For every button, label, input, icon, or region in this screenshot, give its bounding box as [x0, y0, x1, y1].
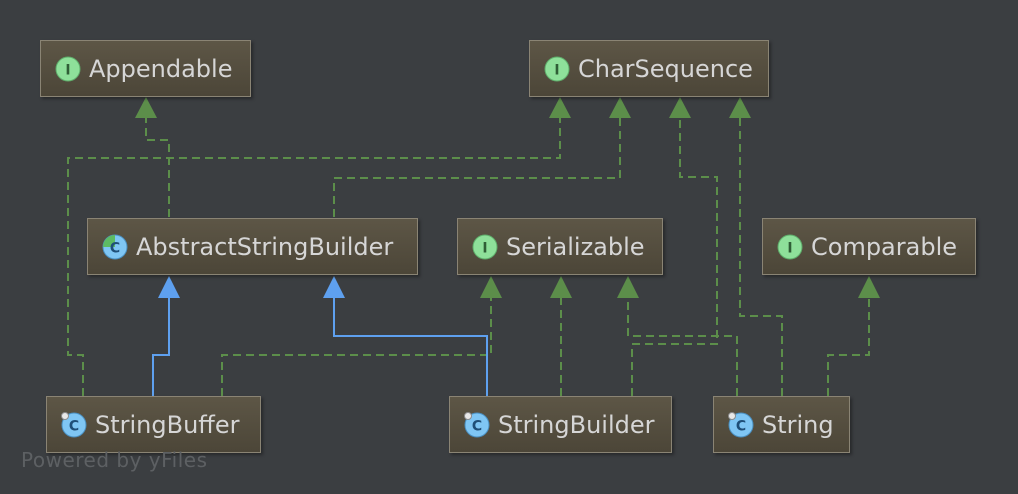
node-label: Comparable: [811, 232, 958, 261]
edge-stringbuilder-charsequence: [631, 118, 718, 396]
node-string[interactable]: C String: [713, 396, 850, 453]
edge-abstractstringbuilder-appendable: [145, 118, 170, 217]
node-label: AbstractStringBuilder: [136, 232, 394, 261]
node-stringbuffer[interactable]: C StringBuffer: [46, 396, 261, 453]
arrowhead-charsequence-1: [549, 97, 571, 118]
svg-text:C: C: [472, 418, 482, 434]
edge-abstractstringbuilder-charsequence: [333, 118, 621, 217]
arrowhead-comparable: [858, 276, 880, 298]
node-label: Serializable: [506, 232, 645, 261]
svg-text:C: C: [736, 418, 746, 434]
node-stringbuilder[interactable]: C StringBuilder: [449, 396, 672, 453]
node-abstractstringbuilder[interactable]: C AbstractStringBuilder: [87, 218, 418, 275]
node-label: String: [762, 410, 834, 439]
interface-icon: [544, 56, 570, 82]
watermark: Powered by yFiles: [21, 448, 208, 472]
edge-string-charsequence: [739, 118, 783, 396]
arrowhead-charsequence-4: [729, 97, 751, 118]
node-label: StringBuffer: [95, 410, 240, 439]
edge-stringbuffer-serializable: [221, 298, 492, 396]
interface-icon: [777, 234, 803, 260]
node-label: StringBuilder: [498, 410, 655, 439]
arrowhead-serializable-2: [550, 276, 572, 298]
node-serializable[interactable]: Serializable: [457, 218, 663, 275]
svg-text:C: C: [69, 418, 79, 434]
arrowhead-abstractstringbuilder-2: [323, 276, 345, 298]
edge-string-serializable: [627, 298, 738, 396]
edge-stringbuilder-abstractstringbuilder: [333, 298, 488, 396]
final-class-icon: C: [728, 411, 754, 437]
node-label: Appendable: [89, 54, 233, 83]
node-appendable[interactable]: Appendable: [40, 40, 251, 97]
interface-icon: [472, 234, 498, 260]
interface-icon: [55, 56, 81, 82]
node-label: CharSequence: [578, 54, 753, 83]
node-charsequence[interactable]: CharSequence: [529, 40, 769, 97]
abstract-class-icon: C: [102, 234, 128, 259]
node-comparable[interactable]: Comparable: [762, 218, 976, 275]
svg-text:C: C: [110, 240, 120, 256]
arrowhead-serializable-3: [617, 276, 639, 298]
edge-stringbuffer-abstractstringbuilder: [152, 298, 170, 396]
final-class-icon: C: [464, 411, 490, 437]
arrowhead-appendable: [135, 97, 157, 118]
arrowhead-abstractstringbuilder-1: [158, 276, 180, 298]
arrowhead-serializable-1: [480, 276, 502, 298]
arrowhead-charsequence-3: [669, 97, 691, 118]
arrowhead-charsequence-2: [609, 97, 631, 118]
final-class-icon: C: [61, 411, 87, 437]
edge-string-comparable: [827, 298, 870, 396]
